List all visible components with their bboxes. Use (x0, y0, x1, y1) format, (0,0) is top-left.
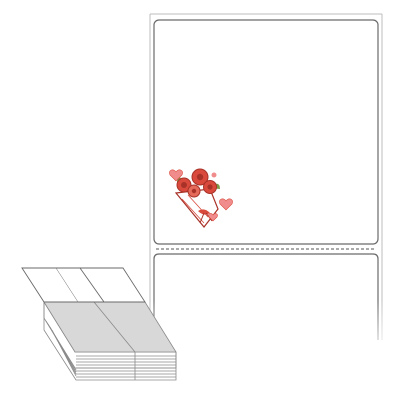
label-sheet-bottom (148, 253, 384, 360)
label-sheet-top (153, 19, 379, 245)
liner-backing (149, 13, 383, 340)
flower-bouquet-icon (174, 168, 220, 228)
stack-open-sheet (21, 267, 146, 303)
stack-layers (43, 300, 177, 381)
heart-icon (219, 198, 233, 211)
fanfold-label-stack-icon (21, 267, 177, 381)
heart-icon (208, 213, 218, 222)
heart-icon (169, 169, 183, 182)
